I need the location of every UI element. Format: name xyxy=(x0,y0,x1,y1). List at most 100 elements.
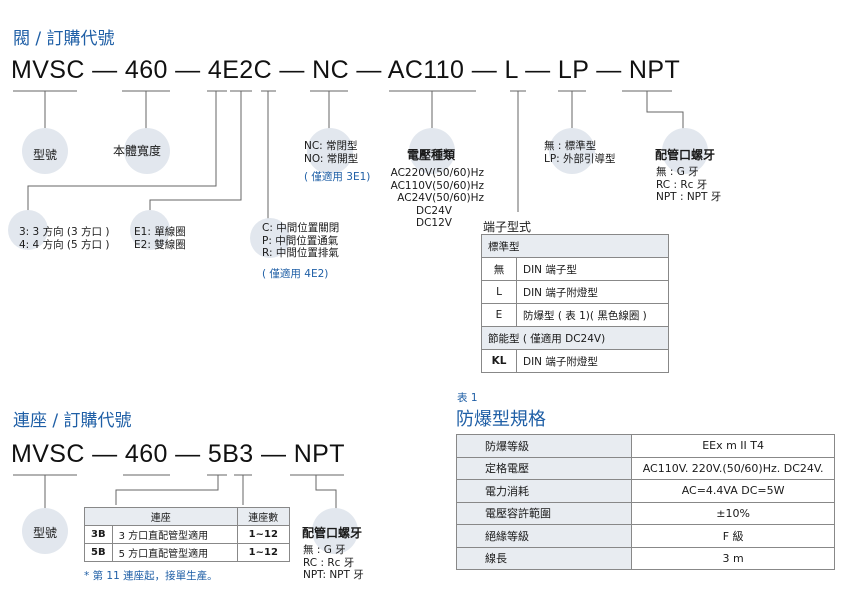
manifold-code: 5B xyxy=(84,543,113,562)
terminal-code: KL xyxy=(481,349,517,373)
thread-option: NPT : NPT 牙 xyxy=(656,191,722,203)
center-option: R: 中間位置排氣 xyxy=(262,247,339,259)
lead-option: 無 : 標準型 xyxy=(544,140,597,152)
center-note: ( 僅適用 4E2) xyxy=(262,268,329,280)
port-option: 3: 3 方向 (3 方口 ) xyxy=(19,226,110,238)
port-options: 3: 3 方向 (3 方口 ) 4: 4 方向 (5 方口 ) xyxy=(19,226,109,251)
spec-value: ±10% xyxy=(631,501,835,525)
nc-circle xyxy=(307,128,353,174)
model-label: 型號 xyxy=(33,148,58,162)
spec-value: AC110V. 220V.(50/60)Hz. DC24V. xyxy=(631,456,835,480)
bodywidth-circle xyxy=(124,128,170,174)
voltage-options: AC220V(50/60)Hz AC110V(50/60)Hz AC24V(50… xyxy=(384,167,484,230)
lead-option: LP: 外部引導型 xyxy=(544,152,616,165)
voltage-label: 電壓種類 xyxy=(407,148,456,162)
m-thread-circle xyxy=(312,508,358,554)
manifold-section-title: 連座 / 訂購代號 xyxy=(13,411,132,431)
manifold-table: 連座 連座數 3B 3 方口直配管型適用 1~12 5B 5 方口直配管型適用 … xyxy=(84,507,291,562)
center-circle xyxy=(250,218,290,258)
terminal-code: 無 xyxy=(481,257,517,281)
voltage-option: DC12V xyxy=(416,217,452,229)
nc-note: ( 僅適用 3E1) xyxy=(304,171,371,183)
spec-key: 線長 xyxy=(455,546,633,570)
terminal-code: L xyxy=(481,280,517,304)
table-row: 電壓容許範圍±10% xyxy=(455,501,835,525)
spec-key: 定格電壓 xyxy=(455,456,633,480)
thread-option: 無 : G 牙 xyxy=(656,166,699,178)
terminal-std-header: 標準型 xyxy=(481,234,669,258)
terminal-eco-header: 節能型 ( 僅適用 DC24V) xyxy=(481,326,669,350)
thread-options: 無 : G 牙 RC : Rc 牙 NPT : NPT 牙 xyxy=(656,166,721,204)
spec-value: EEx m II T4 xyxy=(631,434,835,458)
m-model-circle xyxy=(22,508,68,554)
body-width-label: 本體寬度 xyxy=(113,144,162,158)
spec-key: 電壓容許範圍 xyxy=(455,501,633,525)
lead-circle xyxy=(549,128,595,174)
voltage-circle xyxy=(409,128,455,174)
lead-options: 無 : 標準型 LP: 外部引導型 xyxy=(544,140,616,165)
center-option: P: 中間位置通氣 xyxy=(262,234,339,247)
terminal-desc: DIN 端子附燈型 xyxy=(516,280,669,304)
table-row: KL DIN 端子附燈型 xyxy=(481,349,669,373)
terminal-code: E xyxy=(481,303,517,327)
nc-option: NO: 常開型 xyxy=(304,152,359,165)
center-option: C: 中間位置關閉 xyxy=(262,222,340,234)
manifold-order-code: MVSC — 460 — 5B3 — NPT xyxy=(11,440,345,468)
nc-option: NC: 常閉型 xyxy=(304,140,358,152)
voltage-option: DC24V xyxy=(416,204,452,217)
manifold-code: 3B xyxy=(84,525,113,544)
thread-circle xyxy=(662,128,708,174)
m-thread-option: RC : Rc 牙 xyxy=(303,556,355,569)
coil-option: E2: 雙線圈 xyxy=(134,238,186,251)
center-options: C: 中間位置關閉 P: 中間位置通氣 R: 中間位置排氣 xyxy=(262,222,339,260)
manifold-desc: 5 方口直配管型適用 xyxy=(111,543,238,562)
table-row: L DIN 端子附燈型 xyxy=(481,280,669,304)
table-row: E 防爆型 ( 表 1)( 黑色線圈 ) xyxy=(481,303,669,327)
manifold-header: 連座 xyxy=(84,507,238,526)
voltage-option: AC220V(50/60)Hz xyxy=(390,167,484,179)
voltage-option: AC110V(50/60)Hz xyxy=(390,179,484,192)
port-option: 4: 4 方向 (5 方口 ) xyxy=(19,238,110,251)
m-thread-options: 無 : G 牙 RC : Rc 牙 NPT: NPT 牙 xyxy=(303,544,364,582)
thread-option: RC : Rc 牙 xyxy=(656,178,708,191)
manifold-desc: 3 方口直配管型適用 xyxy=(111,525,238,544)
valve-section-title: 閥 / 訂購代號 xyxy=(13,29,115,49)
terminal-title: 端子型式 xyxy=(483,220,532,234)
coil-option: E1: 單線圈 xyxy=(134,226,186,238)
coil-circle xyxy=(130,210,170,250)
m-thread-label: 配管口螺牙 xyxy=(302,526,363,540)
thread-label: 配管口螺牙 xyxy=(655,148,716,162)
manifold-count: 1~12 xyxy=(236,525,291,544)
spec-value: F 級 xyxy=(631,524,835,548)
table-row: 5B 5 方口直配管型適用 1~12 xyxy=(84,543,291,562)
spec-key: 防爆等級 xyxy=(455,434,633,458)
spec-value: AC=4.4VA DC=5W xyxy=(631,479,835,503)
terminal-desc: DIN 端子型 xyxy=(516,257,669,281)
terminal-desc: 防爆型 ( 表 1)( 黑色線圈 ) xyxy=(516,303,669,327)
m-thread-option: 無 : G 牙 xyxy=(303,544,346,556)
spec-title: 防爆型規格 xyxy=(456,409,546,430)
terminal-table: 標準型 無 DIN 端子型 L DIN 端子附燈型 E 防爆型 ( 表 1)( … xyxy=(481,234,669,373)
manifold-count: 1~12 xyxy=(236,543,291,562)
spec-key: 絕緣等級 xyxy=(455,524,633,548)
spec-caption: 表 1 xyxy=(457,392,478,404)
table-row: 無 DIN 端子型 xyxy=(481,257,669,281)
m-model-label: 型號 xyxy=(33,526,58,540)
m-thread-option: NPT: NPT 牙 xyxy=(303,569,364,581)
table-row: 3B 3 方口直配管型適用 1~12 xyxy=(84,525,291,544)
spec-key: 電力消耗 xyxy=(455,479,633,503)
manifold-footnote: * 第 11 連座起，接單生產。 xyxy=(84,570,218,582)
model-circle xyxy=(22,128,68,174)
valve-order-code: MVSC — 460 — 4E2C — NC — AC110 — L — LP … xyxy=(11,56,681,84)
count-header: 連座數 xyxy=(236,507,291,526)
voltage-option: AC24V(50/60)Hz xyxy=(397,192,484,204)
spec-value: 3 m xyxy=(631,546,835,570)
terminal-desc: DIN 端子附燈型 xyxy=(516,349,669,373)
